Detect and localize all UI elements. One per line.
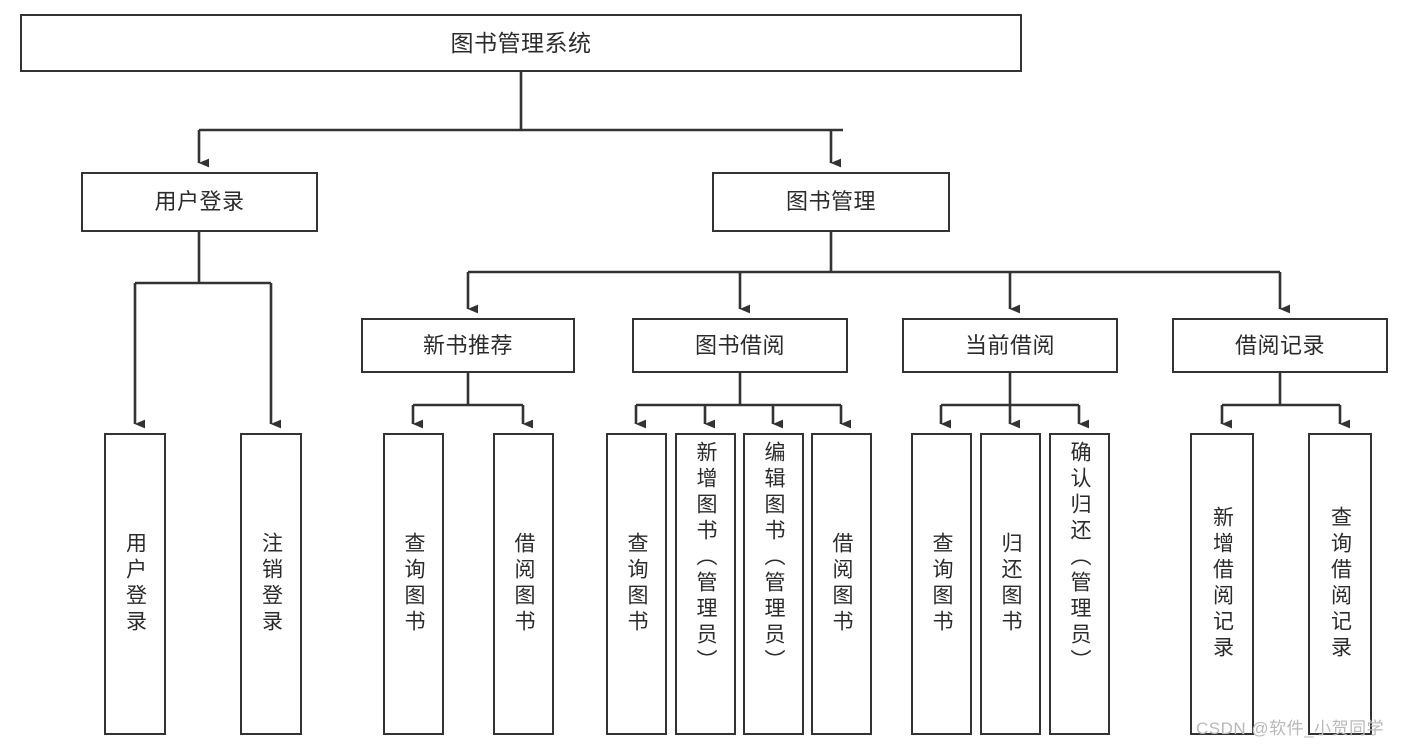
- node-book-management-label: 图书管理: [785, 189, 876, 215]
- node-leaf-return-book[interactable]: 归还图书: [980, 433, 1041, 735]
- node-leaf-user-login-label: 用户登录: [123, 532, 147, 636]
- node-leaf-query-book-2-label: 查询图书: [625, 532, 648, 636]
- node-leaf-edit-book-label: 编辑图书（管理员）: [762, 441, 785, 675]
- node-leaf-add-book-label: 新增图书（管理员）: [694, 441, 717, 675]
- node-user-login[interactable]: 用户登录: [81, 172, 318, 232]
- node-leaf-query-book-2[interactable]: 查询图书: [606, 433, 667, 735]
- node-leaf-add-record-label: 新增借阅记录: [1210, 506, 1234, 662]
- node-leaf-query-book-1-label: 查询图书: [402, 532, 425, 636]
- node-leaf-return-book-label: 归还图书: [999, 532, 1022, 636]
- node-leaf-borrow-book-2-label: 借阅图书: [830, 532, 853, 636]
- node-new-book-recommend[interactable]: 新书推荐: [361, 318, 575, 373]
- node-book-borrow[interactable]: 图书借阅: [632, 318, 848, 373]
- node-current-borrow-label: 当前借阅: [964, 332, 1055, 358]
- node-leaf-logout-label: 注销登录: [259, 532, 283, 636]
- node-root[interactable]: 图书管理系统: [20, 14, 1022, 72]
- csdn-watermark: CSDN @软件_小贺同学: [1196, 719, 1385, 738]
- node-leaf-query-record-label: 查询借阅记录: [1328, 506, 1352, 662]
- node-root-label: 图书管理系统: [450, 29, 592, 56]
- node-leaf-query-record[interactable]: 查询借阅记录: [1308, 433, 1372, 735]
- node-leaf-confirm-return[interactable]: 确认归还（管理员）: [1049, 433, 1110, 735]
- node-leaf-user-login[interactable]: 用户登录: [104, 433, 166, 735]
- node-leaf-edit-book[interactable]: 编辑图书（管理员）: [743, 433, 804, 735]
- node-leaf-confirm-return-label: 确认归还（管理员）: [1068, 441, 1091, 675]
- node-borrow-record[interactable]: 借阅记录: [1172, 318, 1388, 373]
- node-leaf-borrow-book-1-label: 借阅图书: [512, 532, 535, 636]
- node-leaf-borrow-book-2[interactable]: 借阅图书: [811, 433, 872, 735]
- node-leaf-query-book-3-label: 查询图书: [930, 532, 953, 636]
- node-book-borrow-label: 图书借阅: [694, 332, 785, 358]
- node-leaf-add-book[interactable]: 新增图书（管理员）: [675, 433, 736, 735]
- node-leaf-borrow-book-1[interactable]: 借阅图书: [493, 433, 554, 735]
- node-leaf-logout[interactable]: 注销登录: [240, 433, 302, 735]
- node-leaf-add-record[interactable]: 新增借阅记录: [1190, 433, 1254, 735]
- node-book-management[interactable]: 图书管理: [712, 172, 950, 232]
- node-new-book-recommend-label: 新书推荐: [422, 332, 513, 358]
- node-borrow-record-label: 借阅记录: [1234, 332, 1325, 358]
- node-current-borrow[interactable]: 当前借阅: [902, 318, 1118, 373]
- node-leaf-query-book-3[interactable]: 查询图书: [911, 433, 972, 735]
- node-leaf-query-book-1[interactable]: 查询图书: [383, 433, 444, 735]
- node-user-login-label: 用户登录: [154, 189, 245, 215]
